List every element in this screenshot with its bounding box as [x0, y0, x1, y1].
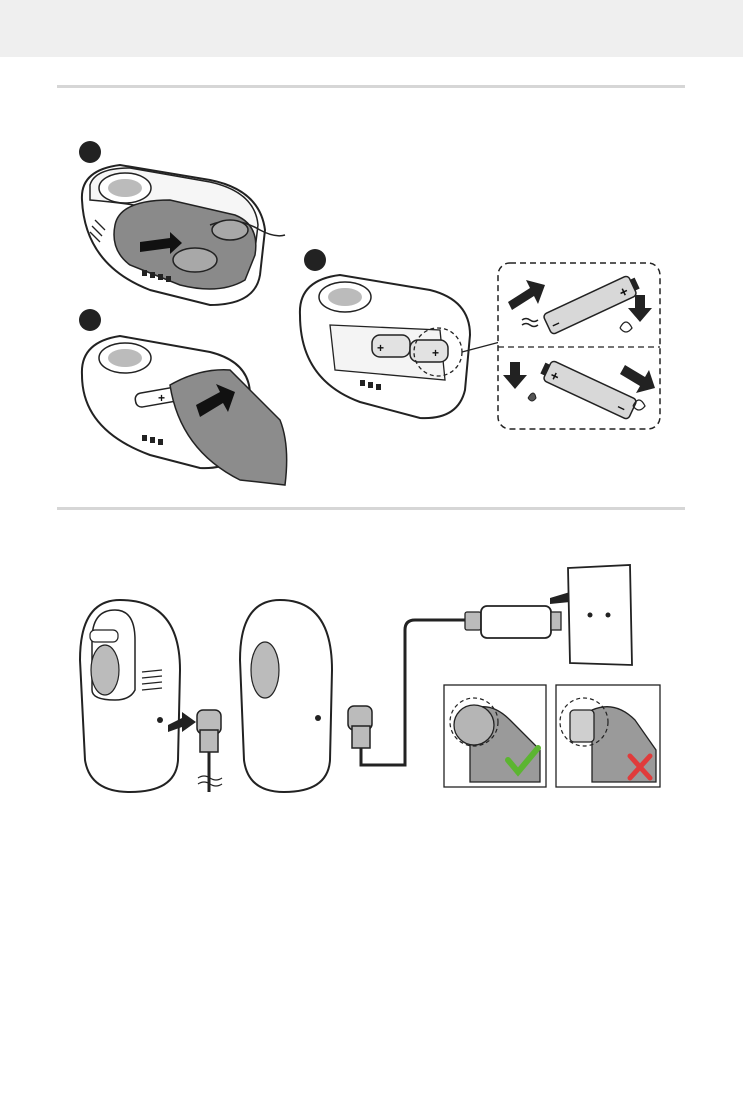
step-2-marker [79, 309, 101, 331]
svg-text:+: + [377, 341, 384, 355]
header-band [0, 0, 743, 57]
unit-middle [240, 600, 465, 792]
section-divider-middle [57, 507, 685, 510]
power-adaptor [465, 606, 561, 638]
polarity-detail-box: – + + – [498, 263, 660, 429]
correct-insertion-detail [444, 685, 546, 787]
thumb-icon [173, 248, 217, 272]
step-1-marker [79, 141, 101, 163]
svg-text:+: + [158, 391, 165, 405]
svg-text:+: + [432, 346, 439, 360]
wall-outlet [568, 565, 632, 665]
finger-icon [212, 220, 248, 240]
step-3-marker [304, 249, 326, 271]
power-connection-illustration [70, 560, 670, 805]
unit-left [80, 600, 222, 792]
step-2-illustration: + [79, 309, 287, 485]
battery-installation-illustration: + + + – + [60, 130, 680, 490]
section-divider-top [57, 85, 685, 88]
step-3-illustration: + + [300, 249, 500, 418]
incorrect-insertion-detail [556, 685, 660, 787]
step-1-illustration [79, 141, 285, 305]
